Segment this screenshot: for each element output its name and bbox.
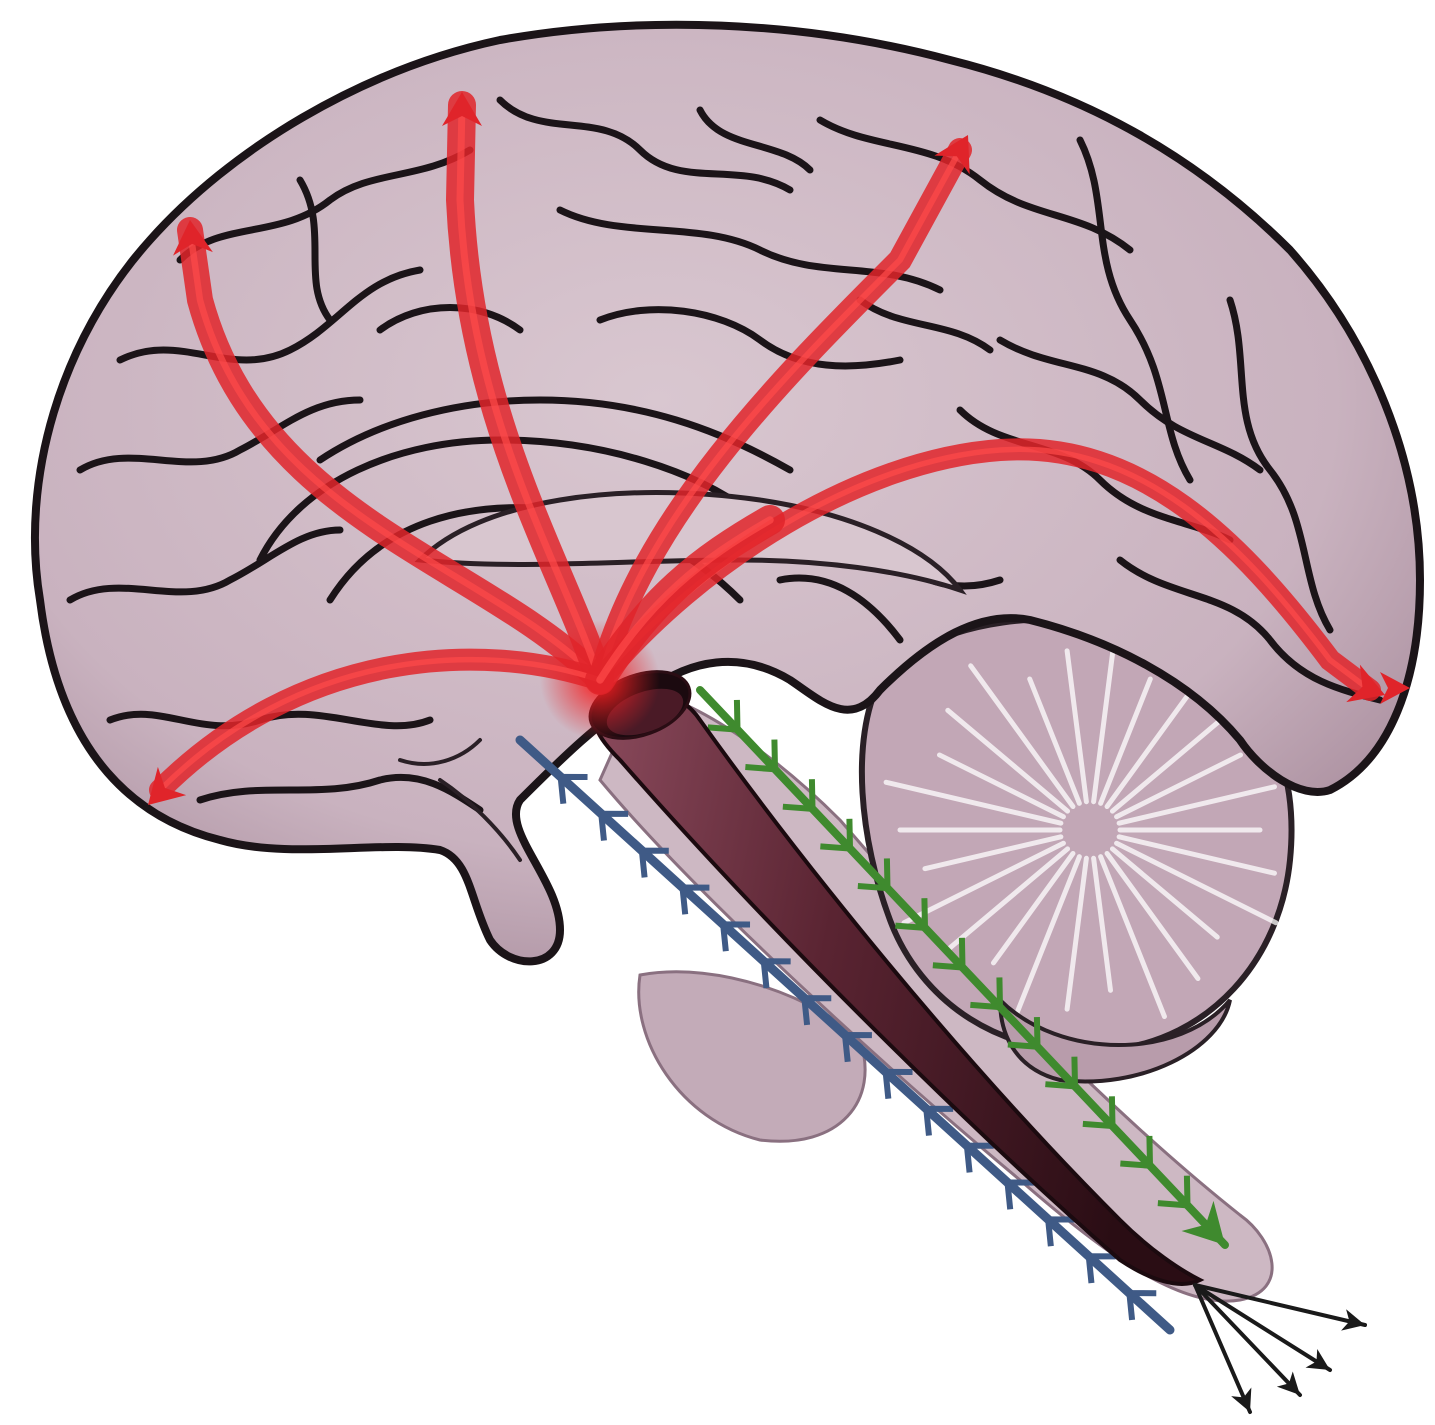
black-output-arrowhead-2 bbox=[1306, 1349, 1336, 1379]
black-output-line-1 bbox=[1195, 1285, 1365, 1325]
black-output-arrows bbox=[1195, 1285, 1368, 1416]
black-output-arrowhead-1 bbox=[1341, 1309, 1367, 1335]
black-output-arrowhead-4 bbox=[1231, 1387, 1260, 1416]
